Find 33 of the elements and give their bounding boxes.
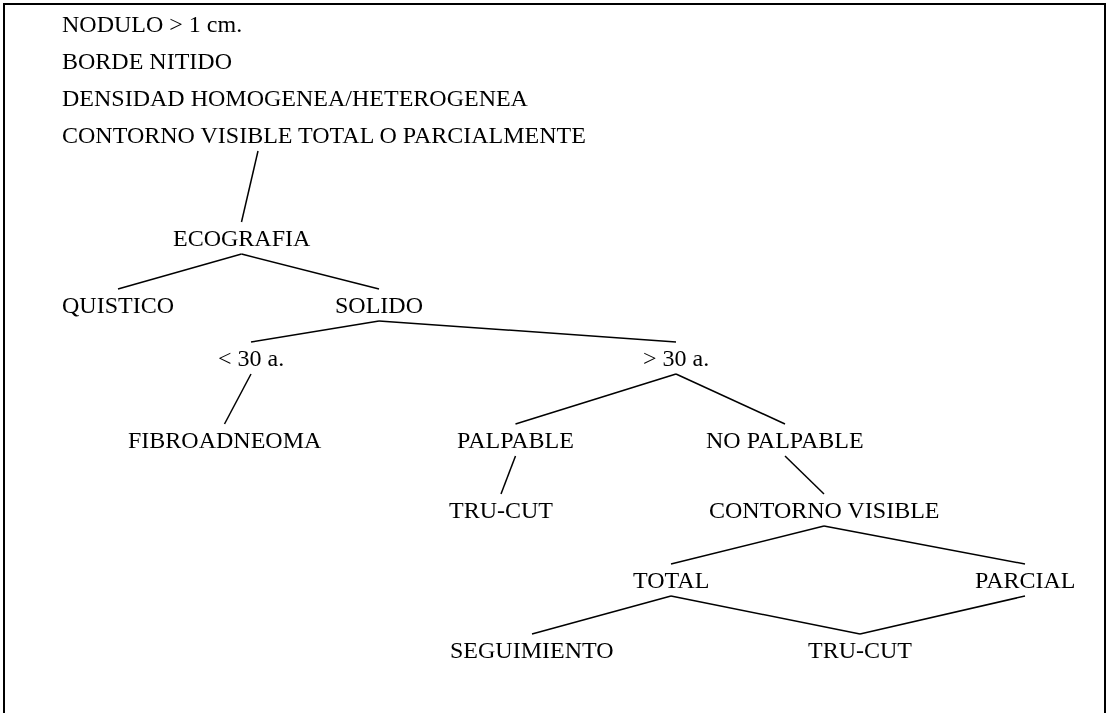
connector-line <box>500 455 517 495</box>
node-label: CONTORNO VISIBLE TOTAL O PARCIALMENTE <box>62 121 586 149</box>
node-label: PALPABLE <box>457 426 574 454</box>
connector-line <box>670 595 861 635</box>
connector-line <box>823 525 1026 565</box>
node-label: TRU-CUT <box>808 636 912 664</box>
node-label: > 30 a. <box>643 344 710 372</box>
connector-line <box>117 253 243 290</box>
node-label: DENSIDAD HOMOGENEA/HETEROGENEA <box>62 84 529 112</box>
connector-line <box>784 455 825 495</box>
connector-line <box>514 373 677 425</box>
connector-line <box>250 320 380 343</box>
connector-line <box>675 373 786 425</box>
node-label: ECOGRAFIA <box>173 224 311 252</box>
node-label: QUISTICO <box>62 291 174 319</box>
node-label: FIBROADNEOMA <box>128 426 322 454</box>
connector-line <box>378 320 677 343</box>
connector-line <box>859 595 1026 635</box>
connector-line <box>670 525 825 565</box>
node-label: CONTORNO VISIBLE <box>709 496 940 524</box>
node-label: BORDE NITIDO <box>62 47 233 75</box>
node-label: SOLIDO <box>335 291 423 319</box>
node-label: TRU-CUT <box>449 496 553 524</box>
connector-line <box>223 373 252 425</box>
connector-line <box>240 253 380 290</box>
node-label: SEGUIMIENTO <box>450 636 614 664</box>
connector-line <box>240 150 259 223</box>
node-label: TOTAL <box>633 566 710 594</box>
node-label: NO PALPABLE <box>706 426 864 454</box>
node-label: PARCIAL <box>975 566 1076 594</box>
node-label: < 30 a. <box>218 344 285 372</box>
node-label: NODULO > 1 cm. <box>62 10 244 38</box>
connector-line <box>531 595 672 635</box>
